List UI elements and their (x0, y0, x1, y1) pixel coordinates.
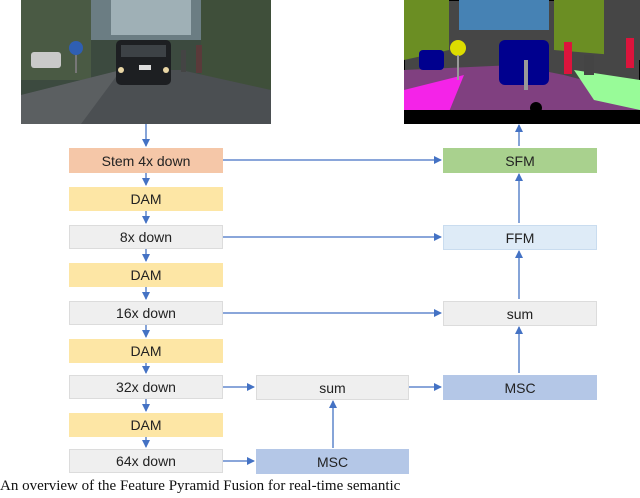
down-64x-block: 64x down (69, 449, 223, 473)
sum-block-decoder: sum (443, 301, 597, 326)
down-8x-block: 8x down (69, 225, 223, 249)
down-32x-block: 32x down (69, 375, 223, 399)
dam-block-4: DAM (69, 413, 223, 437)
stem-4x-down-block: Stem 4x down (69, 148, 223, 173)
sfm-block: SFM (443, 148, 597, 173)
figure-caption: An overview of the Feature Pyramid Fusio… (0, 478, 640, 498)
dam-block-1: DAM (69, 187, 223, 211)
ffm-block: FFM (443, 225, 597, 250)
down-16x-block: 16x down (69, 301, 223, 325)
dam-block-3: DAM (69, 339, 223, 363)
msc-block-32x: MSC (443, 375, 597, 400)
msc-block-64x: MSC (256, 449, 409, 474)
dam-block-2: DAM (69, 263, 223, 287)
sum-block-middle: sum (256, 375, 409, 400)
